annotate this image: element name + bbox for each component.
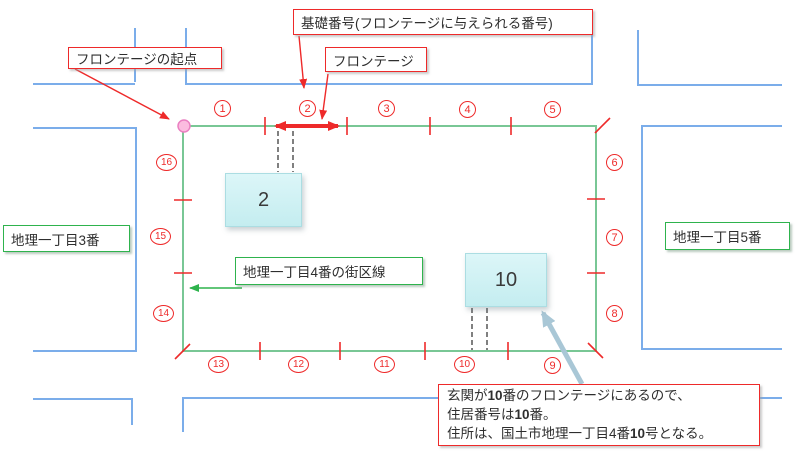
- label-block-5: 地理一丁目5番: [665, 222, 790, 250]
- frontage-number-3: 3: [378, 100, 395, 117]
- note-line-3: 住所は、国土市地理一丁目4番10号となる。: [447, 426, 713, 441]
- entrance-dashed-lines-building-10: [471, 308, 488, 350]
- label-block-3-text: 地理一丁目3番: [11, 232, 100, 248]
- frontage-number-5: 5: [544, 101, 561, 118]
- callout-frontage-origin-label: フロンテージの起点: [76, 52, 198, 67]
- label-block-4-boundary-text: 地理一丁目4番の街区線: [243, 265, 386, 280]
- origin-callout-arrow: [74, 68, 170, 120]
- frontage-number-4: 4: [459, 101, 476, 118]
- frontage-number-7: 7: [606, 229, 623, 246]
- base-number-callout-arrow: [298, 35, 308, 89]
- building-10: 10: [465, 253, 547, 307]
- frontage-number-10: 10: [454, 356, 475, 373]
- callout-frontage-origin: フロンテージの起点: [68, 47, 222, 69]
- frontage-ticks: [174, 117, 605, 360]
- callout-frontage: フロンテージ: [325, 47, 427, 72]
- frontage-number-15: 15: [150, 228, 171, 245]
- callout-frontage-label: フロンテージ: [333, 53, 414, 69]
- callout-base-number-label: 基礎番号(フロンテージに与えられる番号): [301, 16, 553, 31]
- callout-base-number: 基礎番号(フロンテージに与えられる番号): [293, 9, 593, 35]
- entrance-pointer-arrow: [540, 310, 585, 386]
- note-line-1: 玄関が10番のフロンテージにあるので、: [447, 388, 691, 403]
- frontage-number-6: 6: [606, 154, 623, 171]
- frontage-number-11: 11: [374, 356, 395, 373]
- frontage-callout-arrow: [319, 73, 329, 120]
- building-2: 2: [225, 173, 302, 227]
- label-block-5-text: 地理一丁目5番: [673, 230, 762, 245]
- frontage-origin-marker-icon: [177, 119, 191, 133]
- frontage-number-2: 2: [299, 100, 316, 117]
- building-10-label: 10: [494, 268, 518, 291]
- frontage-number-14: 14: [153, 305, 174, 322]
- frontage-number-13: 13: [208, 356, 229, 373]
- label-block-3: 地理一丁目3番: [3, 225, 130, 252]
- frontage-number-1: 1: [214, 100, 231, 117]
- frontage-number-12: 12: [288, 356, 309, 373]
- label-block-4-boundary: 地理一丁目4番の街区線: [235, 257, 423, 285]
- note-box: 玄関が10番のフロンテージにあるので、 住居番号は10番。 住所は、国土市地理一…: [438, 384, 760, 446]
- frontage-number-9: 9: [544, 357, 561, 374]
- building-2-label: 2: [257, 188, 270, 211]
- frontage-number-8: 8: [606, 305, 623, 322]
- frontage-number-16: 16: [156, 154, 177, 171]
- corner-ticks: [174, 117, 611, 360]
- block-outline: [182, 125, 597, 352]
- note-line-2: 住居番号は10番。: [447, 407, 557, 422]
- entrance-dashed-lines-building-2: [277, 131, 294, 172]
